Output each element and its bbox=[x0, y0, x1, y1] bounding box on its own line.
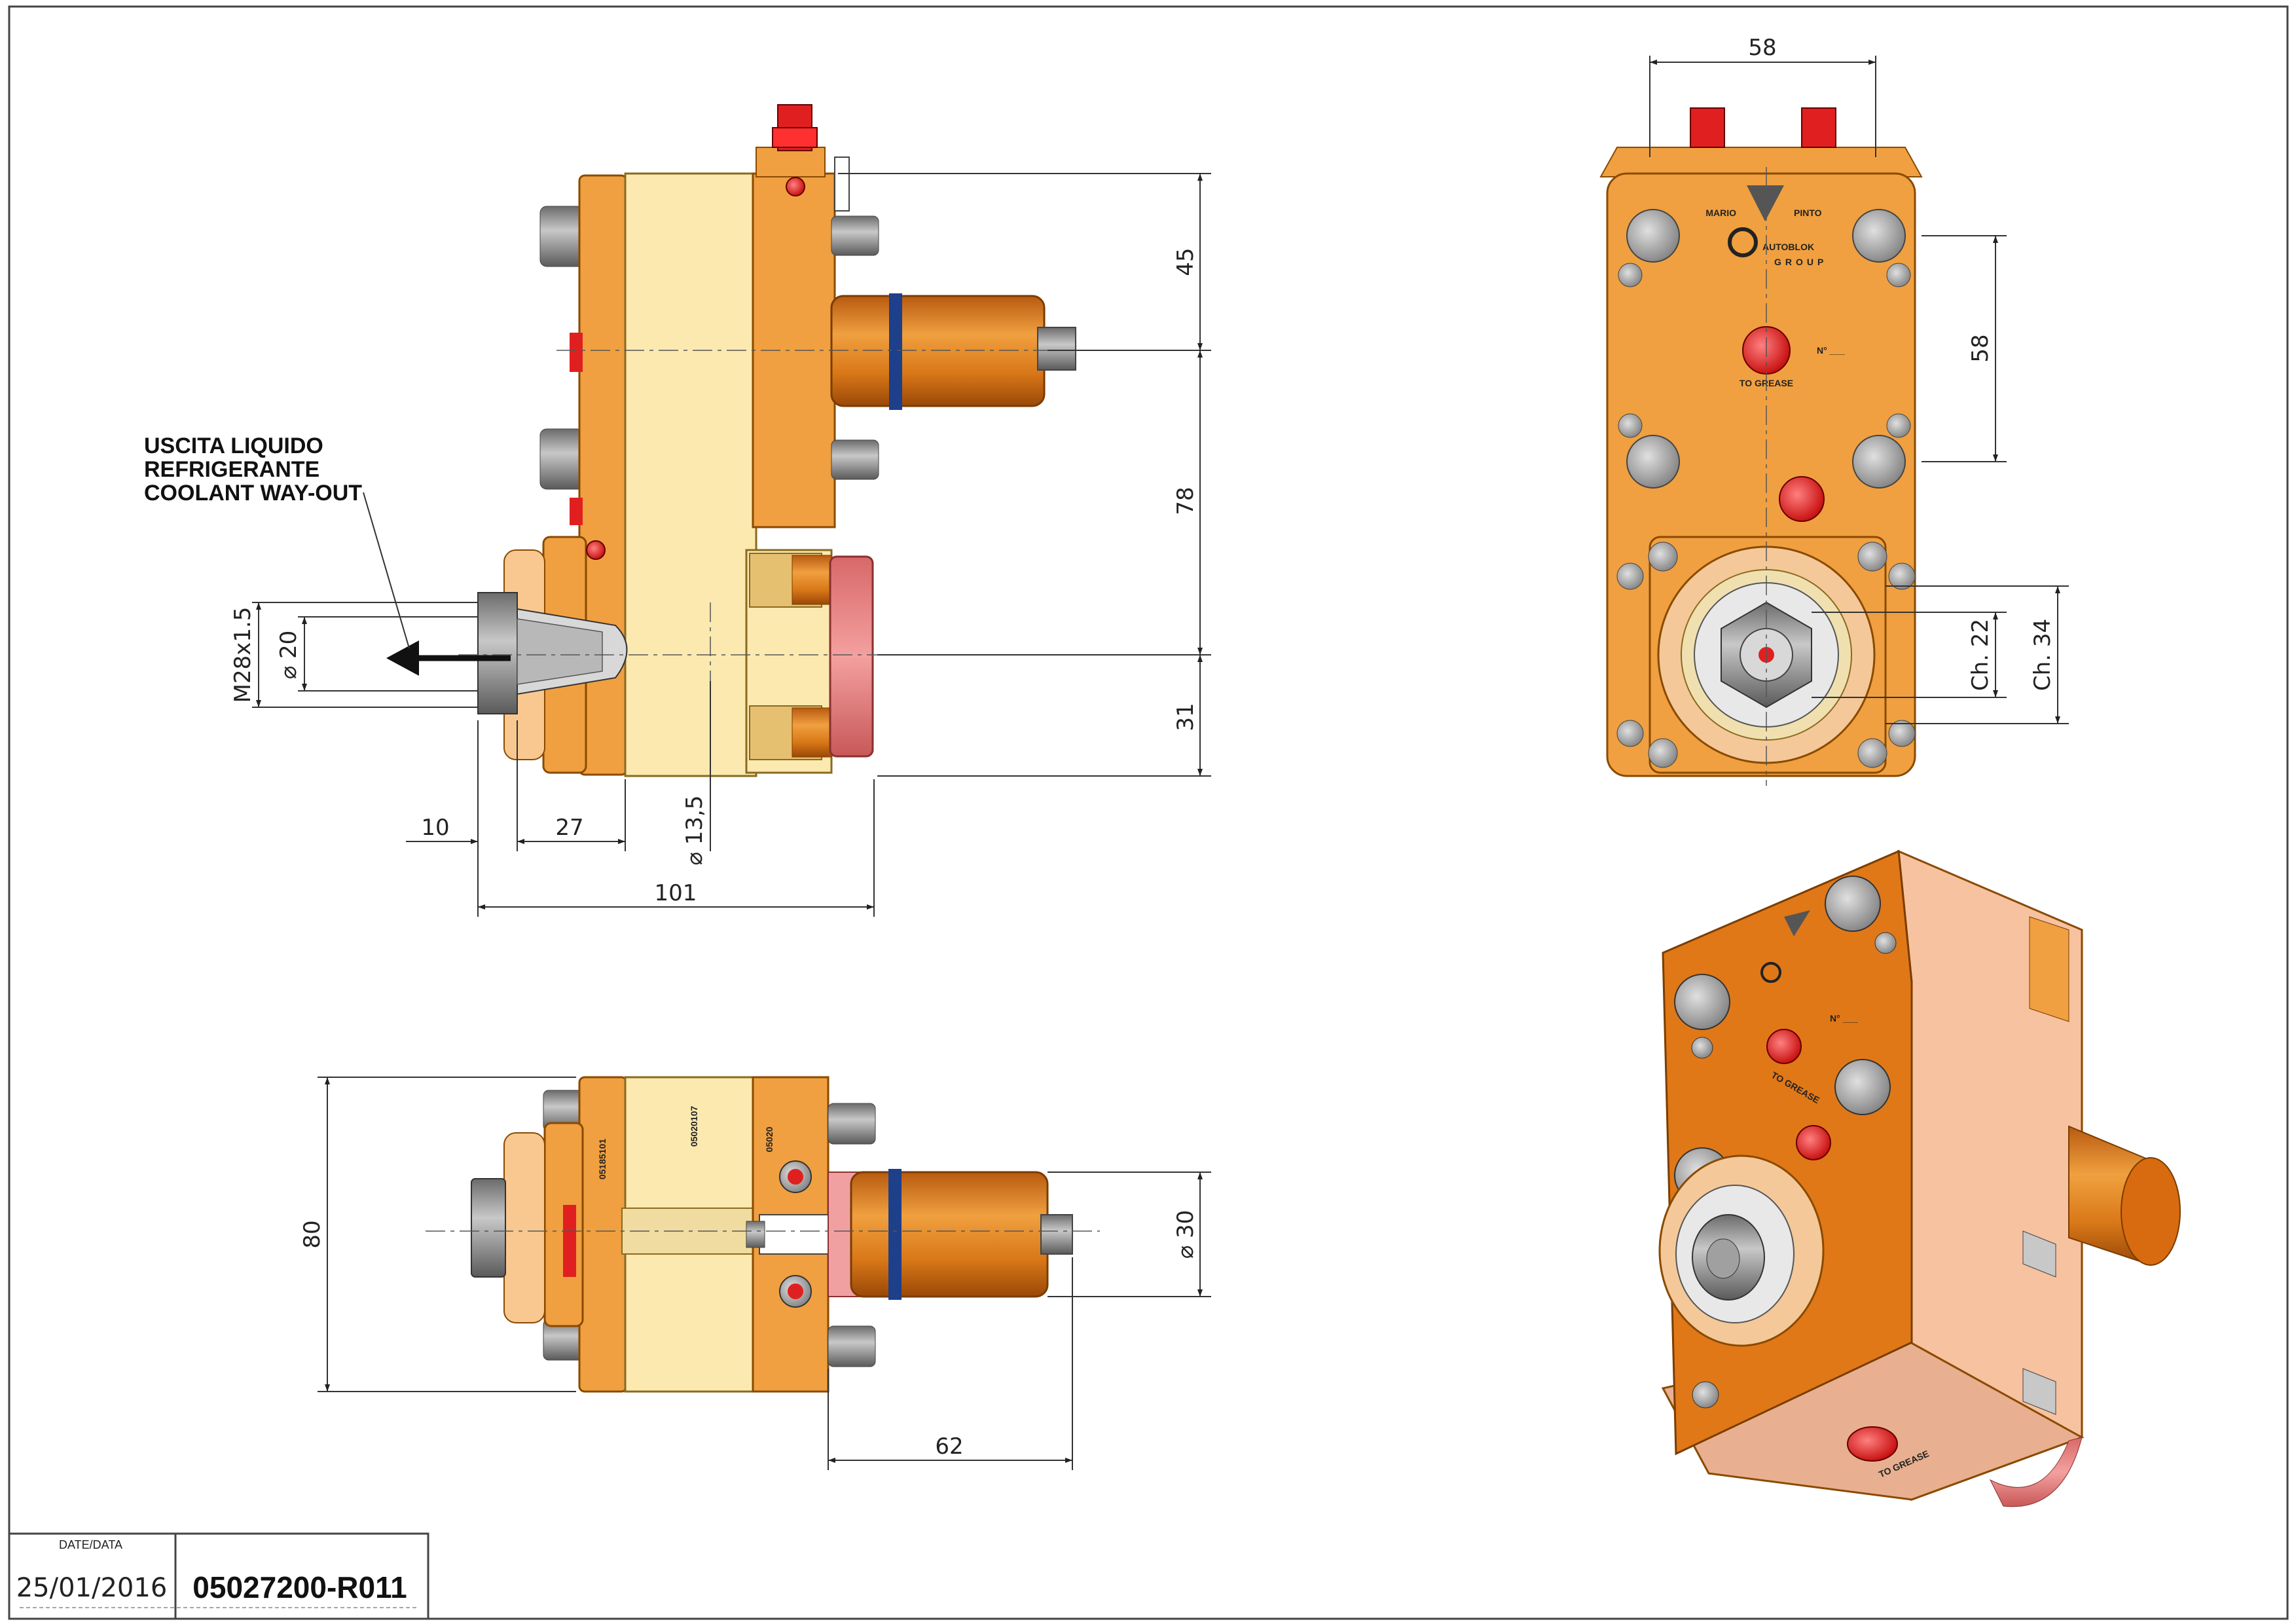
top-view: 05185101 05020107 05020 bbox=[426, 1076, 1100, 1393]
dim-80: 80 bbox=[299, 1220, 325, 1248]
brand-top-right: PINTO bbox=[1794, 208, 1822, 218]
iso-serial-label: N° ___ bbox=[1830, 1013, 1858, 1024]
coolant-note-line-3: COOLANT WAY-OUT bbox=[144, 481, 362, 506]
dim-front-58-top: 58 bbox=[1748, 35, 1776, 61]
iso-brand-logo-icon bbox=[1784, 910, 1810, 936]
dim-ch-34: Ch. 34 bbox=[2030, 619, 2056, 691]
date-label: DATE/DATA bbox=[59, 1538, 122, 1551]
coolant-note-line-2: REFRIGERANTE bbox=[144, 457, 319, 482]
dim-dia-30: ⌀ 30 bbox=[1173, 1210, 1199, 1259]
dim-10: 10 bbox=[421, 815, 449, 841]
brand-group: GROUP bbox=[1774, 257, 1827, 267]
isometric-view: N° ___ TO GREASE TO GREASE bbox=[1658, 849, 2181, 1507]
brand-top-left: MARIO bbox=[1705, 208, 1736, 218]
brand-name: AUTOBLOK bbox=[1762, 242, 1814, 252]
dim-45: 45 bbox=[1173, 248, 1199, 276]
dim-thread: M28x1.5 bbox=[230, 607, 256, 703]
serial-label: N° ___ bbox=[1817, 345, 1845, 356]
dim-27: 27 bbox=[555, 815, 583, 841]
side-view-dimensions: 45 78 31 M28x1.5 ⌀ 20 USCITA LIQUIDO REF… bbox=[144, 173, 1211, 917]
title-block: DATE/DATA 25/01/2016 05027200-R011 bbox=[8, 1532, 429, 1620]
dim-31: 31 bbox=[1173, 703, 1199, 731]
dim-dia-13-5: ⌀ 13,5 bbox=[682, 796, 708, 866]
dim-62: 62 bbox=[935, 1433, 963, 1460]
dim-front-58-right: 58 bbox=[1967, 334, 1994, 362]
dim-101: 101 bbox=[655, 880, 697, 906]
front-view-dimensions: 58 58 Ch. 22 Ch. 34 bbox=[1649, 35, 2069, 724]
drawing-code: 05027200-R011 bbox=[192, 1570, 407, 1604]
part-label-1: 05185101 bbox=[597, 1139, 608, 1180]
drawing-date: 25/01/2016 bbox=[16, 1573, 168, 1603]
top-view-dimensions: 80 ⌀ 30 62 bbox=[299, 1077, 1211, 1470]
dim-dia-20: ⌀ 20 bbox=[276, 631, 302, 680]
coolant-note-line-1: USCITA LIQUIDO bbox=[144, 434, 323, 458]
sheet-border bbox=[8, 5, 2289, 1620]
front-view: MARIO PINTO AUTOBLOK GROUP N° ___ TO GRE… bbox=[1599, 107, 1923, 786]
part-label-3: 05020 bbox=[764, 1126, 774, 1152]
side-view bbox=[386, 104, 1113, 777]
dim-ch-22: Ch. 22 bbox=[1967, 619, 1994, 691]
brand-logo-icon bbox=[1747, 185, 1784, 221]
part-label-2: 05020107 bbox=[689, 1106, 699, 1147]
dim-78: 78 bbox=[1173, 487, 1199, 515]
